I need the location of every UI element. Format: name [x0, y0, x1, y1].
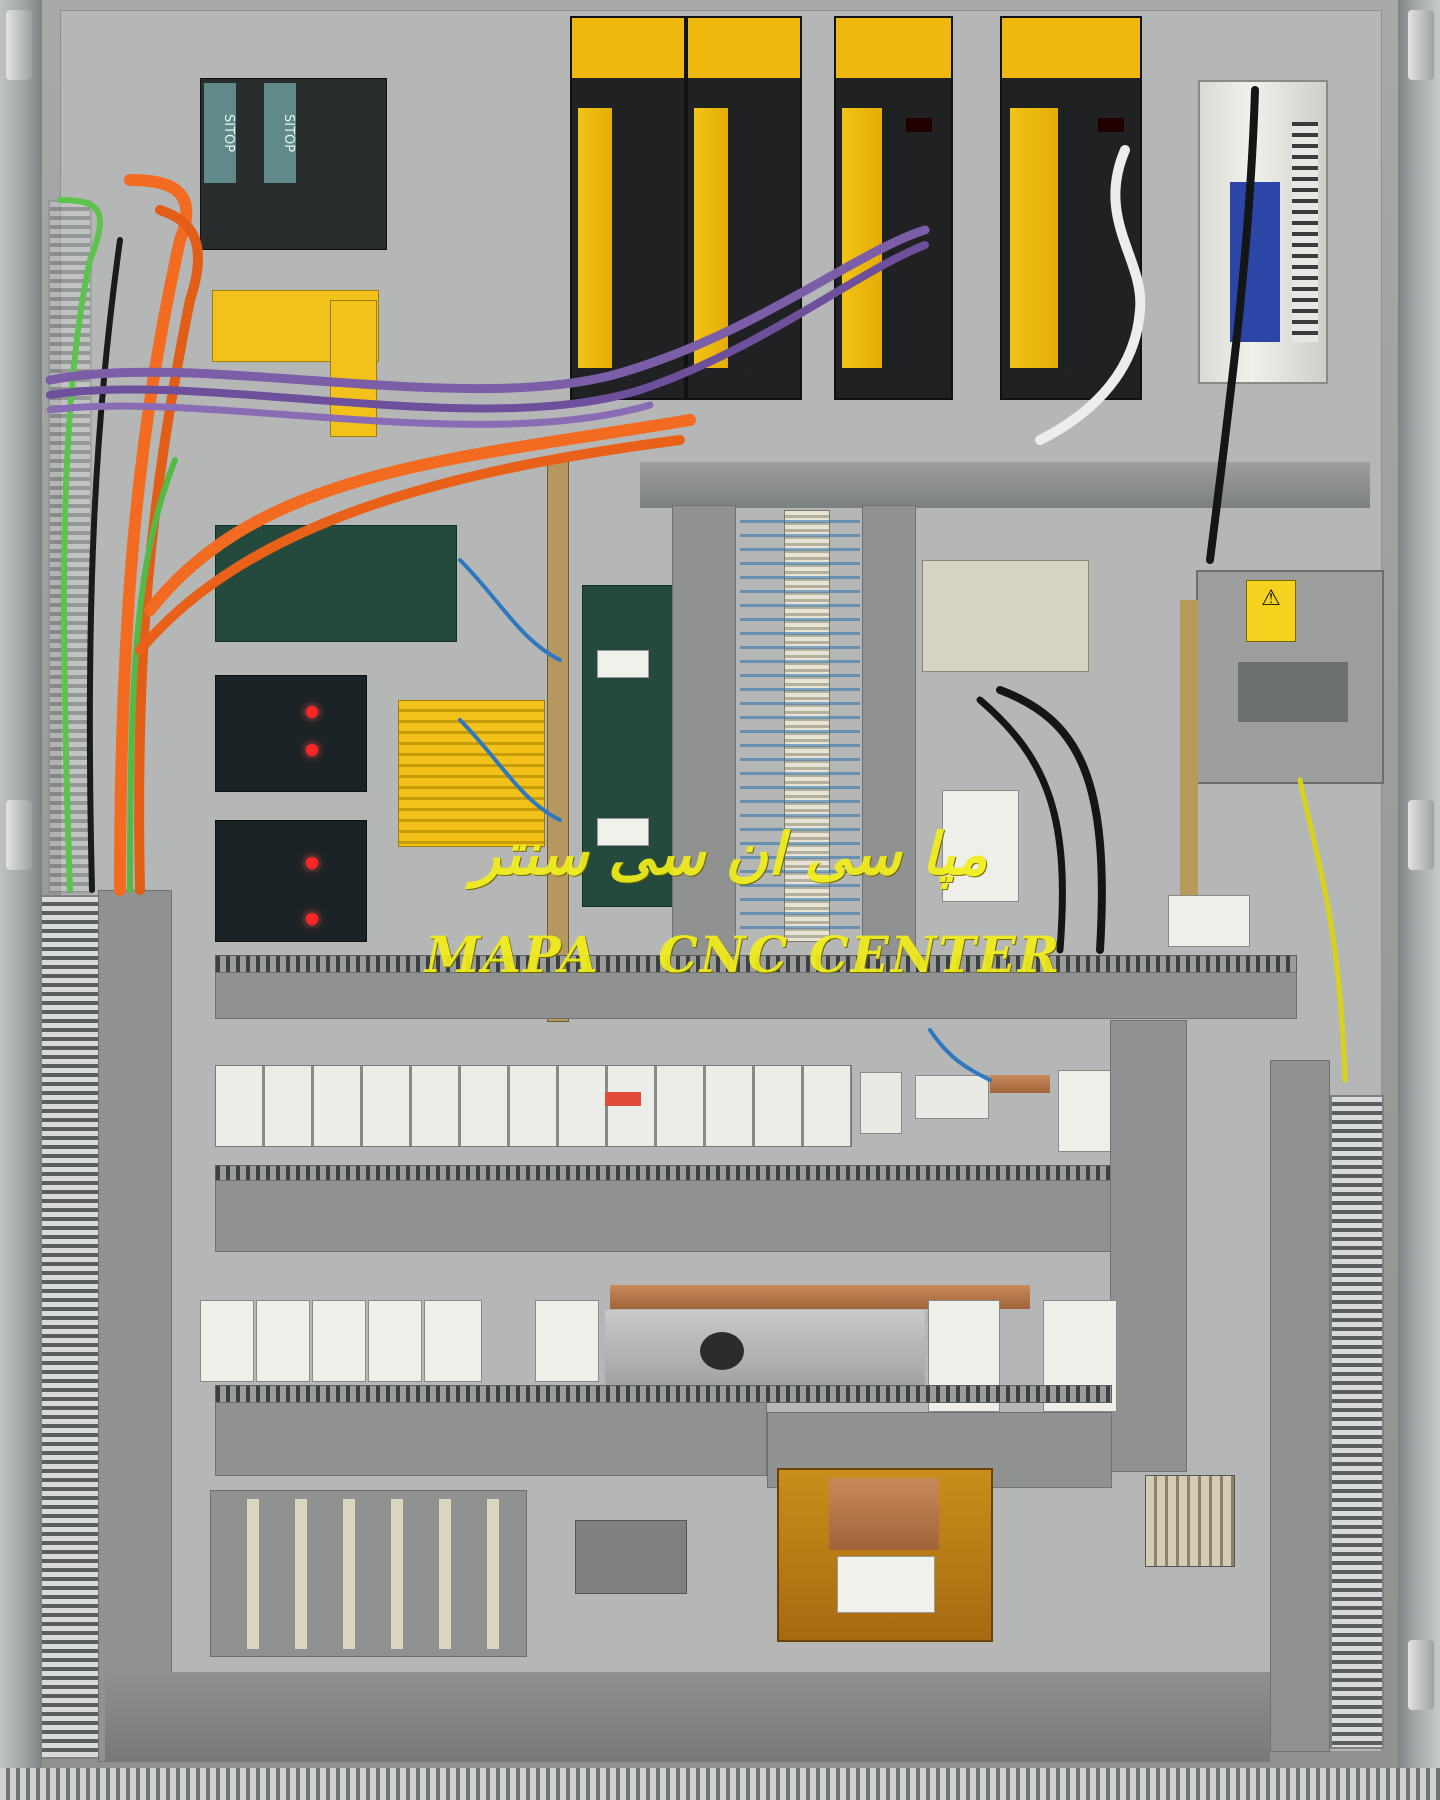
terminal-wiring	[740, 520, 860, 930]
purple-cable-1	[45, 225, 930, 394]
right-duct-cover	[1270, 1060, 1330, 1752]
orange-cable-1	[114, 174, 193, 896]
blue-wires-1	[458, 558, 562, 662]
drive-status-display	[1098, 118, 1124, 132]
warning-triangle-icon	[888, 366, 902, 378]
orange-cable-cross-1	[144, 414, 696, 616]
contactor-right-small	[1058, 1070, 1112, 1152]
left-upper-duct	[48, 200, 92, 894]
junction-box	[575, 1520, 687, 1594]
contactor-2	[256, 1300, 310, 1382]
control-transformer	[777, 1468, 993, 1642]
contactor-3	[312, 1300, 366, 1382]
left-duct-cover	[98, 890, 172, 1762]
warning-triangle-icon	[1064, 366, 1078, 378]
horizontal-duct-cover-3	[215, 1402, 767, 1476]
right-door-frame	[1398, 0, 1440, 1800]
contactor-4	[368, 1300, 422, 1382]
earth-cable	[1297, 777, 1348, 1083]
upper-mounting-rail	[640, 462, 1370, 508]
hinge-mid-right	[1408, 800, 1434, 870]
servo-drive-1	[570, 16, 686, 400]
breaker-small	[860, 1072, 902, 1134]
horizontal-duct-cover-1	[215, 972, 1297, 1019]
purple-cable-2	[46, 241, 929, 413]
breaker-red-trip	[605, 1092, 641, 1106]
switching-power-supply	[1198, 80, 1328, 384]
contactor-5	[424, 1300, 482, 1382]
high-voltage-warning-icon: ⚠	[1246, 580, 1296, 642]
contactor-6	[535, 1300, 599, 1382]
cable-gland-hole	[700, 1332, 744, 1370]
relay-2	[597, 818, 649, 846]
io-board-1	[215, 675, 367, 792]
orange-cable-cross-2	[135, 435, 685, 655]
yellow-control-module	[398, 700, 545, 847]
safety-relay-module-2	[330, 300, 377, 437]
contactor-top	[942, 790, 1019, 902]
black-cable-right-3	[976, 696, 1066, 954]
hinge-top-left	[6, 10, 32, 80]
contactor-1	[200, 1300, 254, 1382]
warning-triangle-icon	[738, 366, 752, 378]
copper-busbar	[990, 1075, 1050, 1093]
breaker-row	[215, 1065, 852, 1147]
hinge-mid-left	[6, 800, 32, 870]
vertical-duct-right-mid	[1110, 1020, 1187, 1472]
servo-drive-2	[686, 16, 802, 400]
watermark-english: MAPA CNC CENTER	[425, 925, 1062, 984]
red-led-icon	[306, 857, 318, 869]
white-spiral-cable	[1035, 145, 1146, 445]
black-cable-left	[86, 237, 123, 893]
terminal-enclosure: ⚠	[1196, 570, 1384, 784]
red-led-icon	[306, 744, 318, 756]
bottom-frame	[0, 1768, 1440, 1800]
drive-status-display	[906, 118, 932, 132]
horizontal-duct-cover-2	[215, 1180, 1112, 1252]
breaker-din-block	[915, 1075, 989, 1119]
main-fuse-holder	[922, 560, 1089, 672]
terminal-block-bottom-right	[1145, 1475, 1235, 1567]
sitop-power-supply: SITOP SITOP	[200, 78, 387, 250]
green-cable-2	[127, 457, 178, 893]
vertical-din-rail-right	[1180, 600, 1198, 900]
orange-cable-2	[134, 205, 203, 895]
hinge-bottom-right	[1408, 1640, 1434, 1710]
middle-duct-right	[862, 505, 916, 967]
grounding-plate	[605, 1310, 925, 1390]
red-led-icon	[306, 913, 318, 925]
control-board-top	[215, 525, 457, 642]
blue-wires-3	[928, 1028, 992, 1082]
lower-terminal-rack	[210, 1490, 527, 1657]
black-cable-right-1	[1206, 86, 1259, 564]
blue-wires-2	[458, 718, 562, 822]
sitop-label-right: SITOP	[264, 83, 296, 183]
right-wire-duct	[1330, 1095, 1384, 1749]
sitop-label-left: SITOP	[204, 83, 236, 183]
bottom-floor	[105, 1672, 1270, 1762]
hinge-top-right	[1408, 10, 1434, 80]
servo-drive-3	[834, 16, 953, 400]
red-led-icon	[306, 706, 318, 718]
terminal-block-right	[1168, 895, 1250, 947]
watermark-persian: مپا سی ان سی سنتر	[472, 820, 988, 888]
left-wire-duct	[40, 895, 100, 1759]
relay-1	[597, 650, 649, 678]
left-door-frame	[0, 0, 42, 1800]
middle-duct-left	[672, 505, 736, 967]
purple-cable-3	[46, 401, 654, 428]
io-board-2	[215, 820, 367, 942]
black-cable-right-2	[996, 686, 1106, 954]
